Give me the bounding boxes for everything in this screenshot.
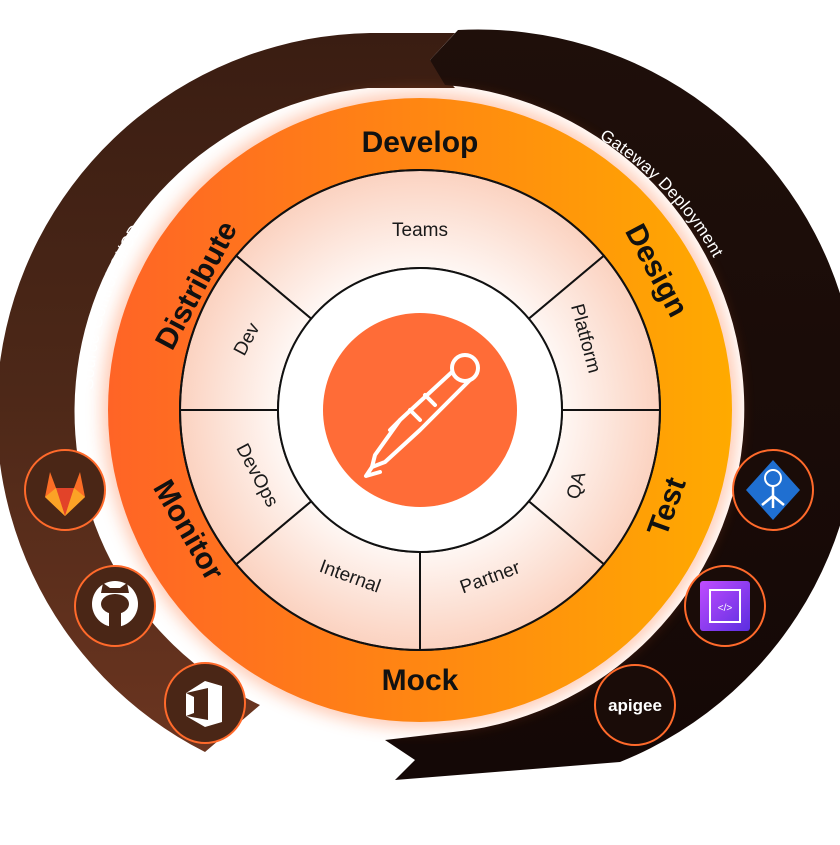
github-icon[interactable] <box>74 565 156 647</box>
postman-logo-icon <box>323 313 517 507</box>
svg-text:</>: </> <box>718 603 733 614</box>
aws-api-gateway-icon[interactable]: </> <box>684 565 766 647</box>
apigee-icon[interactable]: apigee <box>594 664 676 746</box>
azure-api-management-icon[interactable] <box>732 449 814 531</box>
audience-teams: Teams <box>392 220 448 241</box>
phase-develop: Develop <box>362 126 479 159</box>
phase-mock: Mock <box>382 664 459 697</box>
segments-outline <box>179 169 661 651</box>
gitlab-icon[interactable] <box>24 449 106 531</box>
svg-text:apigee: apigee <box>608 696 662 715</box>
azure-devops-icon[interactable] <box>164 662 246 744</box>
